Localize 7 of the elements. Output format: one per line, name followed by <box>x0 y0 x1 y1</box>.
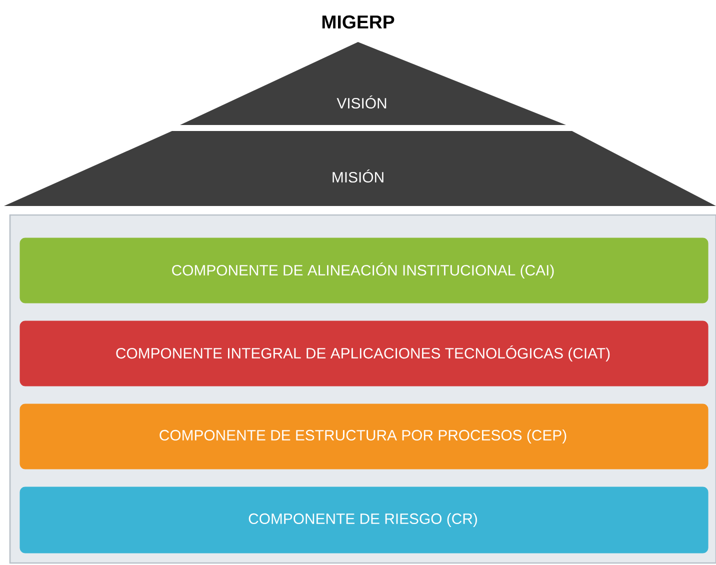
roof-section: MISIÓN <box>4 131 716 206</box>
component-bar: COMPONENTE DE RIESGO (CR) <box>20 486 708 554</box>
component-bar: COMPONENTE DE ESTRUCTURA POR PROCESOS (CEP) <box>20 404 708 470</box>
title: MIGERP <box>322 15 394 29</box>
component-bar: COMPONENTE DE ALINEACIÓN INSTITUCIONAL (CAI) <box>20 238 708 304</box>
roof-section: VISIÓN <box>180 42 566 125</box>
component-bar: COMPONENTE INTEGRAL DE APLICACIONES TECNOLÓGICAS (CIAT) <box>20 320 708 386</box>
